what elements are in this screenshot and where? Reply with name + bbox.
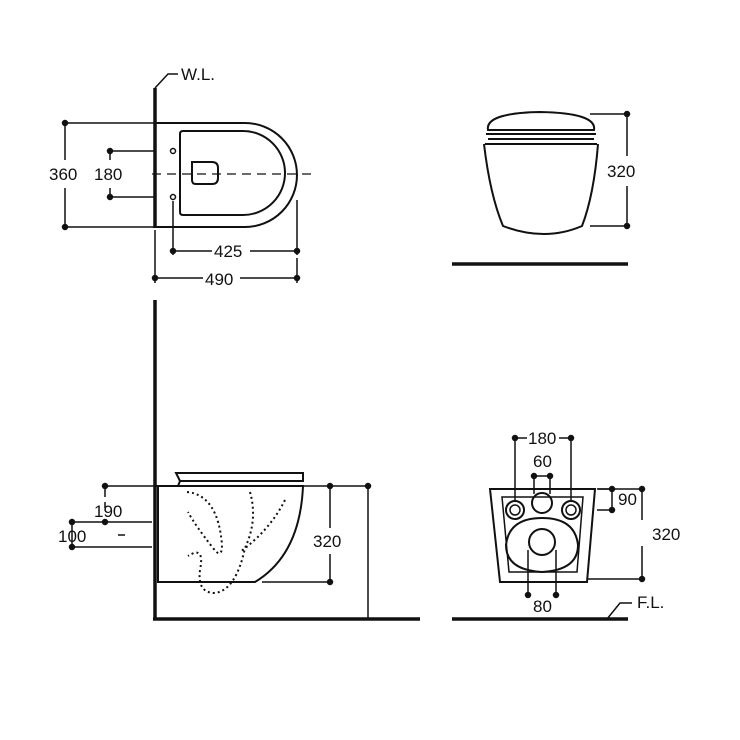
dim-425-label: 425 (214, 242, 242, 261)
wall-label-leader (154, 73, 178, 89)
side-seat (174, 472, 304, 482)
dim-100 (68, 518, 152, 551)
dim-320-front-label: 320 (607, 162, 635, 181)
waste-outlet (528, 528, 556, 556)
side-trap-dotted-2 (187, 491, 255, 595)
dim-490-label: 490 (205, 270, 233, 289)
floor-label-leader (606, 602, 632, 620)
outlet-chamber (504, 516, 580, 574)
front-view (452, 110, 631, 266)
seat-lid (486, 110, 596, 131)
front-bowl (483, 143, 599, 235)
side-view (68, 300, 420, 621)
side-bowl (155, 485, 305, 583)
rear-view (452, 434, 646, 621)
dim-320-side (262, 482, 372, 619)
dim-80-rear-label: 80 (533, 597, 552, 616)
dim-180-rear (511, 434, 575, 500)
bowl-inner-outline (179, 130, 286, 216)
bowl-outline (155, 122, 298, 228)
dim-320-rear-label: 320 (652, 525, 680, 544)
dim-190-label: 190 (94, 502, 122, 521)
dim-90-rear-label: 90 (618, 490, 637, 509)
dim-60-rear-label: 60 (533, 452, 552, 471)
top-view (61, 73, 312, 283)
wall-line-label: W.L. (181, 65, 215, 84)
dim-190 (101, 482, 155, 526)
side-trap-dotted (186, 491, 224, 555)
dim-80-rear (524, 550, 560, 599)
outlet-shape (191, 161, 219, 185)
dim-490 (151, 230, 301, 283)
dim-360-label: 360 (49, 165, 77, 184)
water-inlet (531, 492, 553, 514)
dim-320-side-label: 320 (313, 532, 341, 551)
bolt-hole-right (561, 500, 581, 520)
dim-60-rear (530, 472, 554, 494)
dim-320-rear (588, 485, 646, 583)
fixing-hole-bottom (169, 193, 177, 201)
dim-180-label: 180 (94, 165, 122, 184)
dim-425 (169, 200, 301, 255)
bolt-hole-left (505, 500, 525, 520)
fixing-hole-top (169, 147, 177, 155)
dim-90-rear (597, 485, 616, 514)
dim-100-label: 100 (58, 527, 86, 546)
dim-180-rear-label: 180 (528, 429, 556, 448)
side-trap-dotted-3 (239, 499, 286, 553)
floor-line-label: F.L. (637, 593, 664, 612)
dim-180-top (106, 147, 155, 201)
rear-body (488, 488, 597, 583)
dim-360 (61, 119, 155, 231)
rear-body-inner (501, 496, 584, 573)
dim-320-front (590, 110, 631, 230)
